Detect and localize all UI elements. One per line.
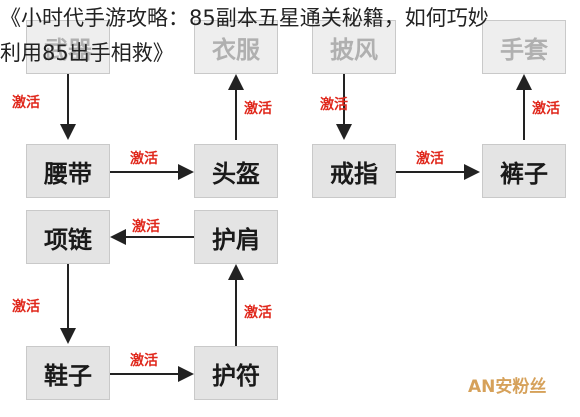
- node-hufu: 护符: [194, 346, 278, 400]
- watermark-logo: AN安粉丝: [468, 377, 547, 397]
- edge-label-kuzi-shoutao: 激活: [532, 101, 560, 117]
- edge-label-yaodai-toukui: 激活: [130, 151, 158, 167]
- title-line-1: 《小时代手游攻略：85副本五星通关秘籍，如何巧妙: [0, 6, 489, 30]
- edge-label-toukui-yiguan: 激活: [244, 101, 272, 117]
- edge-label-pifeng-jiezhi: 激活: [320, 97, 348, 113]
- edge-label-wuqi-yaodai: 激活: [12, 95, 40, 111]
- node-kuzi: 裤子: [482, 144, 566, 198]
- node-xianglian: 项链: [26, 210, 110, 264]
- edge-label-jiezhi-kuzi: 激活: [416, 151, 444, 167]
- title-line-2: 利用85出手相救》: [0, 41, 174, 65]
- edge-label-xiezi-hufu: 激活: [130, 353, 158, 369]
- node-wuqi: 武器: [26, 20, 110, 74]
- edge-label-hufu-hujian: 激活: [244, 305, 272, 321]
- node-shoutao: 手套: [482, 20, 566, 74]
- node-hujian: 护肩: [194, 210, 278, 264]
- node-xiezi: 鞋子: [26, 346, 110, 400]
- node-yaodai: 腰带: [26, 144, 110, 198]
- node-toukui: 头盔: [194, 144, 278, 198]
- node-pifeng: 披风: [312, 20, 396, 74]
- node-jiezhi: 戒指: [312, 144, 396, 198]
- bottom-strip: [0, 406, 580, 417]
- edge-label-hujian-xianglian: 激活: [132, 219, 160, 235]
- edge-label-xianglian-xiezi: 激活: [12, 299, 40, 315]
- node-yiguan: 衣服: [194, 20, 278, 74]
